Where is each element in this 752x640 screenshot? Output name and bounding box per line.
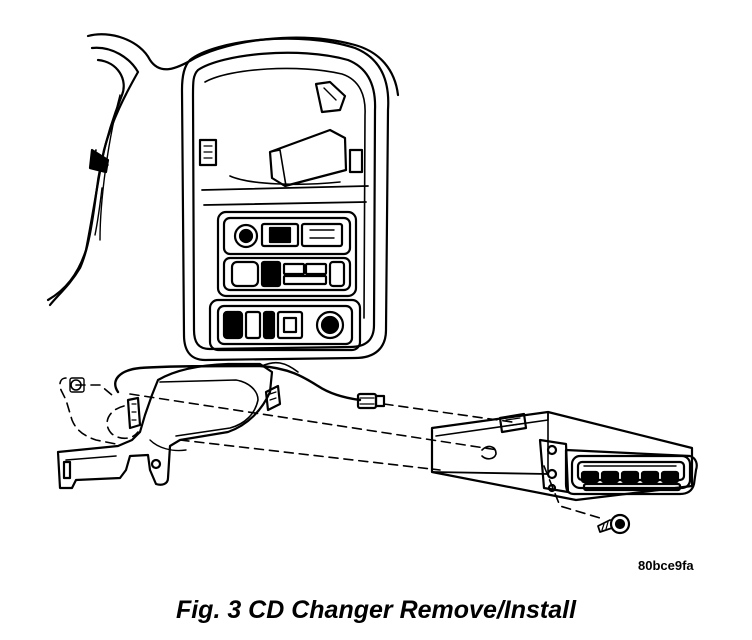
climate-control-icon — [208, 298, 362, 352]
mounting-bracket-icon — [56, 362, 282, 490]
mounting-screw-icon — [597, 513, 631, 535]
alignment-lines — [59, 377, 601, 519]
dash-bezel-icon — [180, 37, 390, 362]
figure-caption: Fig. 3 CD Changer Remove/Install — [175, 596, 577, 624]
wire-harness-icon — [114, 361, 386, 410]
cd-changer-icon — [430, 410, 698, 502]
figure-id-label: 80bce9fa — [638, 558, 694, 573]
radio-head-unit-icon — [216, 210, 358, 298]
dash-panel-icon — [46, 33, 400, 307]
